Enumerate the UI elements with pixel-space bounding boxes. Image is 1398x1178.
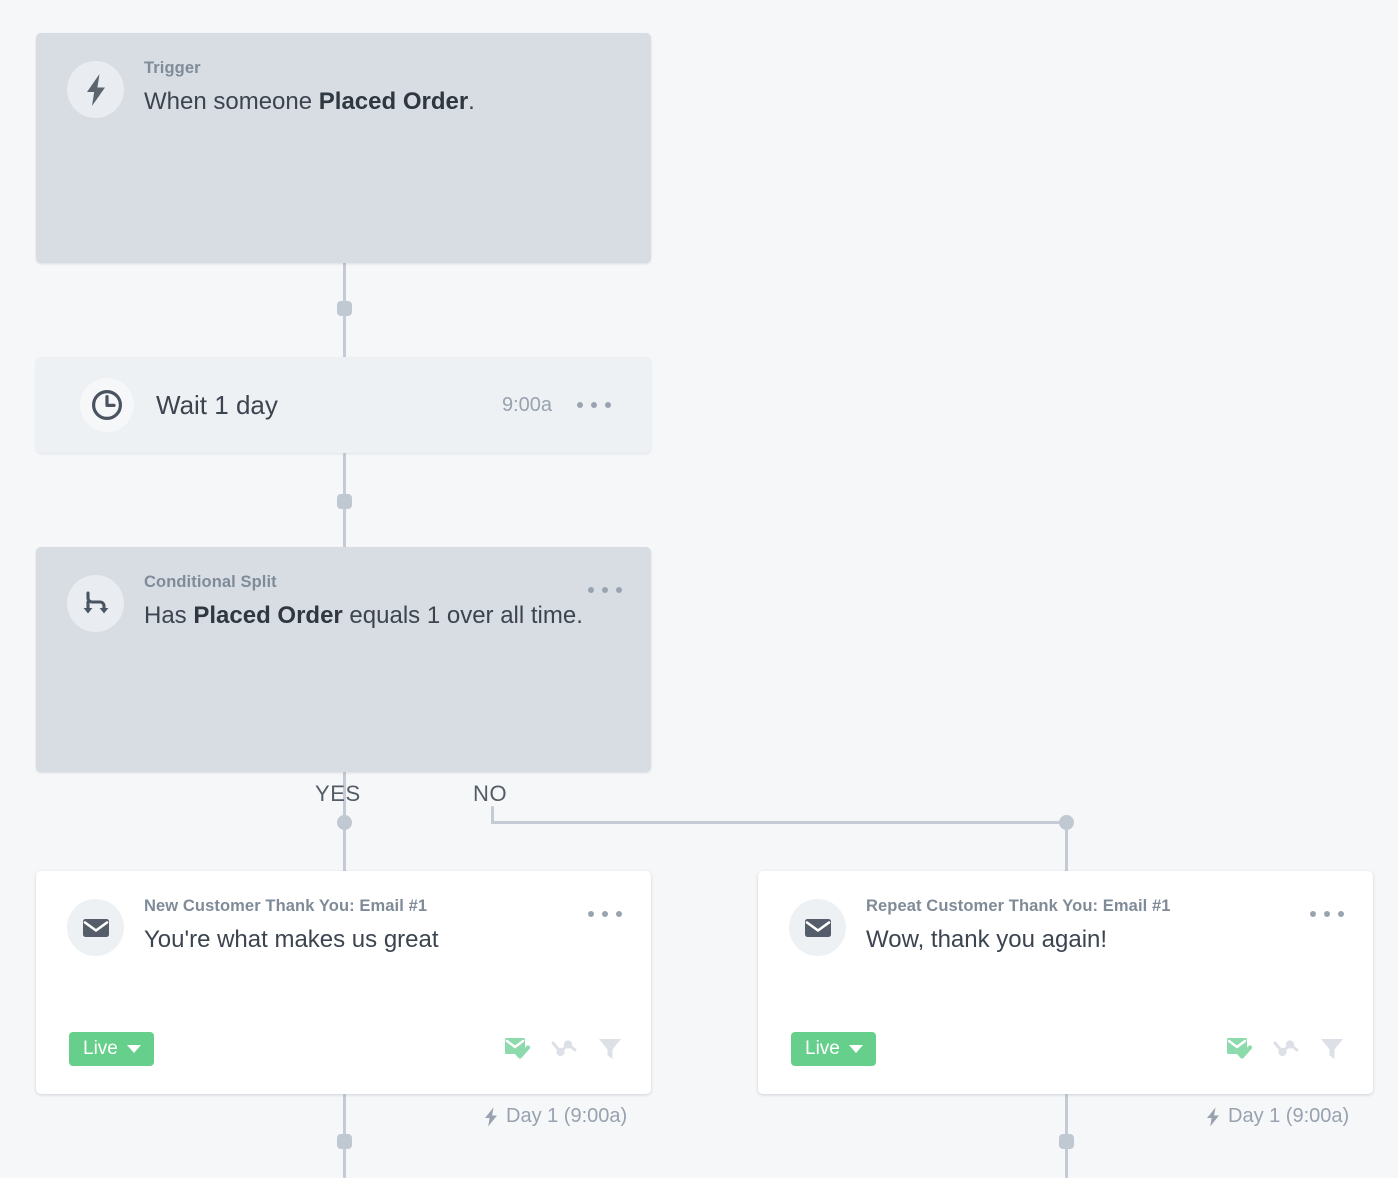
split-headline-prefix: Has	[144, 601, 194, 629]
email-no-subject: Wow, thank you again!	[866, 925, 1108, 953]
connector-node-1[interactable]	[337, 301, 352, 316]
email-tracking-icon[interactable]	[503, 1035, 531, 1063]
email-yes-status-badge[interactable]: Live	[69, 1032, 154, 1066]
trigger-headline-prefix: When someone	[144, 87, 319, 115]
email-no-kicker: Repeat Customer Thank You: Email #1	[866, 897, 1171, 915]
email-card-repeat-customer[interactable]: Repeat Customer Thank You: Email #1 Wow,…	[758, 871, 1373, 1094]
email-no-schedule: Day 1 (9:00a)	[1205, 1105, 1349, 1128]
split-card-menu-button[interactable]	[588, 582, 622, 598]
connector-no-stub	[491, 806, 494, 824]
branch-label-yes: YES	[315, 781, 361, 806]
trigger-headline-suffix: .	[468, 87, 475, 115]
connector-node-3[interactable]	[337, 1134, 352, 1149]
connector-node-yes[interactable]	[337, 815, 352, 830]
filter-icon[interactable]	[597, 1035, 623, 1063]
email-no-status-label: Live	[805, 1038, 840, 1059]
split-headline-strong: Placed Order	[193, 601, 343, 629]
trigger-headline: When someone Placed Order.	[144, 85, 633, 119]
split-headline-suffix: equals 1 over all time.	[342, 601, 583, 629]
email-yes-status-label: Live	[83, 1038, 118, 1059]
split-arrows-icon	[67, 575, 124, 632]
lightning-bolt-icon	[485, 1107, 497, 1126]
connector-node-2[interactable]	[337, 494, 352, 509]
envelope-icon	[789, 899, 846, 956]
split-headline: Has Placed Order equals 1 over all time.	[144, 599, 589, 633]
trigger-card[interactable]: Trigger When someone Placed Order.	[36, 33, 651, 263]
smart-sending-icon[interactable]	[1272, 1035, 1300, 1063]
trigger-kicker: Trigger	[144, 59, 201, 77]
clock-icon	[80, 378, 134, 432]
email-yes-subject: You're what makes us great	[144, 925, 439, 953]
email-yes-schedule-label: Day 1 (9:00a)	[506, 1105, 628, 1127]
email-no-status-badge[interactable]: Live	[791, 1032, 876, 1066]
connector-no-vertical	[1065, 821, 1068, 872]
email-yes-kicker: New Customer Thank You: Email #1	[144, 897, 428, 915]
smart-sending-icon[interactable]	[550, 1035, 578, 1063]
email-no-schedule-label: Day 1 (9:00a)	[1228, 1105, 1350, 1127]
connector-no-horizontal	[491, 821, 1069, 824]
lightning-bolt-icon	[67, 61, 124, 118]
connector-node-4[interactable]	[1059, 1134, 1074, 1149]
split-kicker: Conditional Split	[144, 573, 277, 591]
envelope-icon	[67, 899, 124, 956]
conditional-split-card[interactable]: Conditional Split Has Placed Order equal…	[36, 547, 651, 772]
email-no-menu-button[interactable]	[1310, 906, 1344, 922]
email-card-new-customer[interactable]: New Customer Thank You: Email #1 You're …	[36, 871, 651, 1094]
filter-icon[interactable]	[1319, 1035, 1345, 1063]
branch-label-no: NO	[473, 781, 508, 806]
email-yes-menu-button[interactable]	[588, 906, 622, 922]
wait-time: 9:00a	[501, 393, 552, 416]
trigger-headline-strong: Placed Order	[318, 87, 469, 115]
connector-node-no[interactable]	[1059, 815, 1074, 830]
wait-label: Wait 1 day	[156, 389, 278, 420]
wait-card-menu-button[interactable]	[577, 397, 611, 413]
chevron-down-icon	[126, 1044, 141, 1053]
chevron-down-icon	[848, 1044, 863, 1053]
email-yes-schedule: Day 1 (9:00a)	[483, 1105, 627, 1128]
email-tracking-icon[interactable]	[1225, 1035, 1253, 1063]
wait-card[interactable]: Wait 1 day 9:00a	[36, 357, 651, 453]
lightning-bolt-icon	[1207, 1107, 1219, 1126]
